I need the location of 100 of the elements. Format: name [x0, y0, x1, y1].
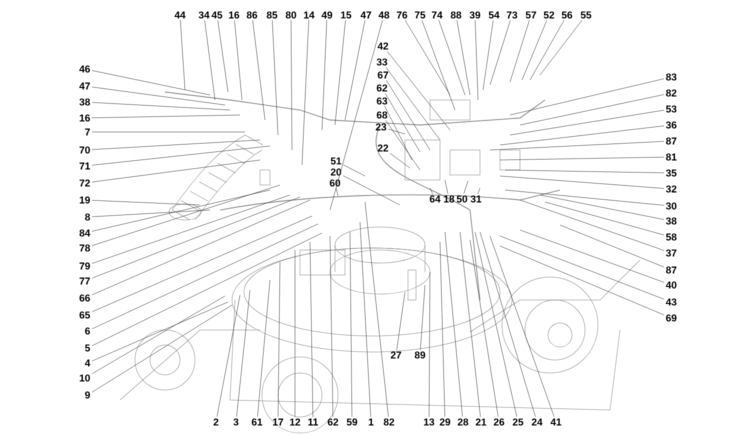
- leader-line: [92, 160, 260, 182]
- callout-number: 5: [85, 344, 90, 352]
- callout-number: 36: [666, 121, 676, 129]
- callout-number: 28: [458, 418, 468, 426]
- leader-line: [540, 194, 664, 220]
- leader-line: [92, 140, 260, 150]
- leader-line: [482, 20, 494, 90]
- leader-line: [422, 20, 456, 110]
- callout-number: 40: [666, 281, 676, 289]
- callout-number: 48: [378, 11, 390, 19]
- callout-number: 51: [330, 158, 342, 164]
- leader-line: [428, 272, 430, 417]
- callout-number: 24: [532, 418, 542, 426]
- callout-number: 30: [666, 202, 676, 210]
- leader-line: [478, 188, 480, 194]
- callout-number: 79: [80, 262, 90, 270]
- callout-number: 13: [424, 418, 434, 426]
- leader-line: [500, 176, 664, 189]
- callout-number: 49: [322, 11, 332, 19]
- leader-line: [234, 20, 242, 100]
- callout-number: 78: [80, 244, 90, 252]
- callout-number: 82: [666, 89, 676, 97]
- callout-number: 11: [308, 418, 318, 426]
- callout-number: 22: [378, 144, 388, 152]
- leader-line: [92, 200, 200, 206]
- leader-line: [294, 250, 296, 418]
- callout-number: 88: [450, 11, 462, 19]
- callout-number: 33: [376, 58, 388, 66]
- leader-line: [510, 78, 664, 116]
- leader-line: [330, 236, 334, 417]
- leader-line: [92, 210, 210, 217]
- callout-number: 18: [444, 195, 454, 203]
- callout-number: 10: [80, 374, 90, 382]
- leader-line: [343, 176, 400, 206]
- callout-number: 35: [666, 169, 677, 177]
- callout-number: 70: [80, 146, 90, 154]
- callout-number: 32: [666, 185, 676, 193]
- leader-line: [330, 20, 383, 210]
- callout-number: 29: [440, 418, 450, 426]
- callout-number: 85: [266, 11, 278, 19]
- callout-number: 87: [666, 266, 676, 274]
- callout-number: 17: [273, 418, 284, 426]
- leader-line: [430, 188, 433, 194]
- leader-line: [504, 190, 664, 206]
- callout-number: 62: [376, 84, 388, 92]
- leader-line: [544, 202, 664, 236]
- leader-line: [343, 164, 366, 176]
- leader-line: [490, 141, 664, 150]
- callout-number: 39: [470, 11, 480, 19]
- callout-number: 41: [550, 418, 562, 426]
- callout-number: 81: [666, 153, 677, 161]
- callout-number: 59: [346, 418, 358, 426]
- leader-line: [520, 230, 664, 283]
- callout-number: 77: [80, 278, 90, 284]
- callout-number: 72: [80, 180, 90, 186]
- leader-line: [474, 232, 518, 417]
- leader-line: [444, 232, 463, 417]
- callout-number: 67: [378, 71, 388, 79]
- leader-line: [500, 236, 664, 300]
- callout-number: 47: [360, 12, 372, 18]
- leader-line: [92, 70, 210, 96]
- leader-line: [92, 196, 300, 278]
- callout-number: 38: [79, 98, 90, 106]
- callout-number: 6: [85, 327, 90, 335]
- callout-number: 4: [84, 360, 90, 366]
- leader-line: [180, 20, 186, 90]
- leader-line: [350, 232, 352, 417]
- leader-line: [444, 180, 448, 194]
- leader-line: [92, 224, 318, 330]
- leader-line: [386, 80, 430, 150]
- leader-line: [92, 200, 310, 296]
- callout-number: 68: [376, 111, 388, 119]
- callout-number: 14: [304, 12, 314, 18]
- callout-number: 69: [666, 314, 676, 322]
- callout-number: 9: [85, 391, 90, 399]
- leader-line: [520, 200, 664, 251]
- leader-line: [420, 284, 426, 350]
- leader-line: [310, 242, 314, 418]
- callout-number: 12: [290, 418, 300, 426]
- callout-number: 3: [233, 418, 238, 426]
- callout-number: 19: [80, 196, 90, 204]
- leader-line: [490, 20, 511, 86]
- leader-line: [252, 20, 266, 120]
- callout-number: 16: [229, 11, 240, 19]
- callout-number: 56: [562, 11, 572, 19]
- leader-line: [404, 20, 450, 96]
- callout-number: 2: [214, 418, 218, 426]
- leader-line: [464, 180, 468, 194]
- leader-line: [218, 20, 228, 92]
- callout-number: 84: [80, 229, 90, 237]
- leader-line: [92, 194, 290, 264]
- callout-number: 58: [666, 233, 677, 241]
- leader-line: [302, 20, 309, 166]
- leader-line: [92, 296, 226, 374]
- leader-line: [92, 184, 280, 246]
- callout-number: 71: [80, 162, 90, 170]
- leader-line: [510, 110, 664, 136]
- leader-line: [92, 102, 230, 110]
- leader-line: [520, 94, 664, 126]
- callout-number: 46: [79, 65, 90, 73]
